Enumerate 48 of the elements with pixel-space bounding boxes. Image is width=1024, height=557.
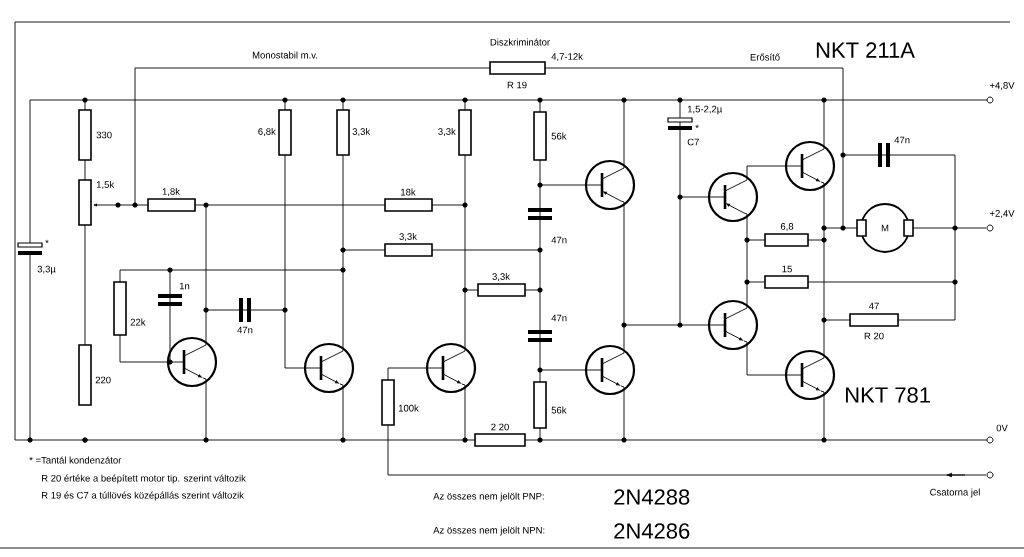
note-text: * =Tantál kondenzátor (29, 456, 122, 464)
note-text: Az összes nem jelölt PNP: (433, 492, 544, 502)
terminal-label: 0V (996, 424, 1008, 432)
component-value: 47n (237, 326, 253, 334)
component-value: 6,8k (258, 127, 276, 137)
part-number: NKT 211A (816, 42, 915, 58)
component-value: 47n (551, 236, 567, 244)
terminal-label: +4,8V (989, 82, 1015, 90)
component-value: 2 20 (491, 423, 509, 431)
component-value: * (45, 239, 49, 244)
motor-label: M (881, 224, 889, 232)
component-value: 100k (398, 404, 419, 412)
component-value: 1,8k (162, 187, 180, 197)
terminal-label: Csatorna jel (930, 488, 980, 498)
component-value: 1,5k (96, 180, 115, 190)
component-value: * (695, 124, 699, 129)
component-value: 3,3k (438, 127, 456, 137)
component-value: 18k (401, 188, 416, 196)
component-value: 3,3k (352, 127, 371, 137)
component-value: 1n (179, 282, 190, 290)
component-value: 220 (95, 376, 111, 384)
component-value: R 19 (507, 81, 527, 89)
section-title: Monostabil m.v. (252, 51, 318, 59)
component-value: 4,7-12k (551, 52, 583, 62)
component-value: 47n (551, 314, 567, 322)
component-value: 3,3k (492, 272, 510, 282)
component-value: R 20 (864, 332, 884, 340)
section-title: Erősítő (750, 53, 780, 61)
component-value: 22k (130, 318, 146, 326)
part-number: NKT 781 (846, 387, 930, 403)
component-value: 56k (551, 132, 567, 140)
component-value: 330 (96, 131, 112, 139)
part-number: 2N4286 (614, 523, 690, 539)
terminal-label: +2,4V (989, 210, 1015, 218)
component-value: C7 (687, 138, 699, 146)
note-text: R 20 értéke a beépített motor tip. szerint változik (42, 474, 246, 484)
section-title: Diszkriminátor (490, 38, 550, 46)
note-text: R 19 és C7 a túllövés középállás szerint változik (42, 491, 244, 501)
component-value: 3,3µ (37, 265, 56, 275)
component-value: 3,3k (399, 232, 417, 242)
component-value: 47 (868, 302, 879, 310)
component-value: 1,5-2,2µ (687, 105, 723, 115)
component-value: 15 (782, 265, 792, 273)
component-value: 56k (551, 406, 567, 414)
part-number: 2N4288 (614, 489, 690, 505)
component-value: 6,8 (780, 223, 794, 231)
note-text: Az összes nem jelölt NPN: (433, 526, 545, 536)
component-value: 47n (894, 136, 910, 144)
